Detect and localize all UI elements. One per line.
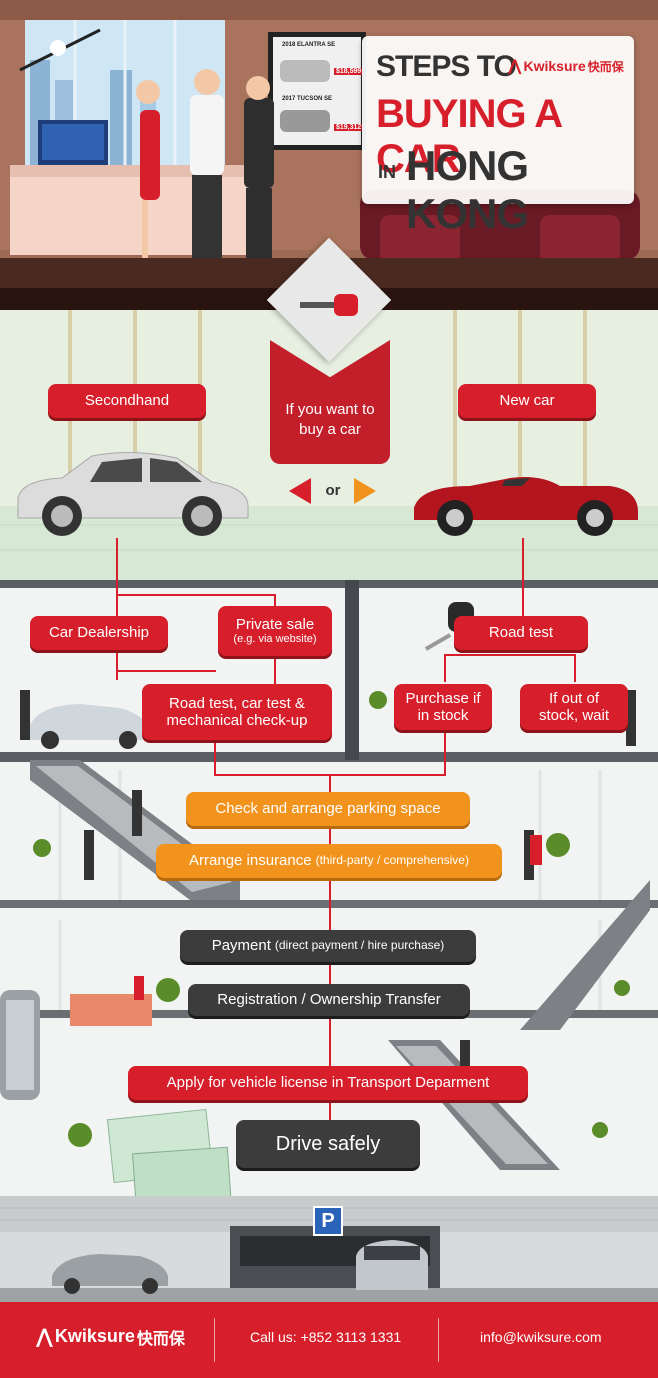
new-car-icon [414,477,638,536]
payment-note: (direct payment / hire purchase) [274,938,445,953]
footer-logo-icon: ⋀ [36,1326,53,1348]
screen-car1-price: $18,599 [334,68,364,75]
wait-step: If out of stock, wait [520,684,628,730]
private-sale-label: Private sale [235,616,315,634]
footer: ⋀ Kwiksure 快而保 Call us: +852 3113 1331 i… [0,1302,658,1378]
title-line2: BUYING A CAR [376,92,562,181]
road-test-step: Road test [454,616,588,650]
footer-phone[interactable]: Call us: +852 3113 1331 [250,1329,402,1345]
building-section: Car Dealership Private sale (e.g. via we… [0,580,658,1214]
secondhand-label: Secondhand [48,384,206,418]
connector [274,650,276,686]
drive-safely-step: Drive safely [236,1120,420,1168]
checkup-step: Road test, car test & mechanical check-u… [142,684,332,740]
arrow-right-icon [354,478,376,504]
screen-car2: 2017 TUCSON SE [282,96,333,102]
footer-divider [214,1318,215,1362]
car-dealership-step: Car Dealership [30,616,168,650]
parking-section: P [0,1196,658,1302]
key-icon [300,290,360,320]
payment-label: Payment [211,937,271,955]
footer-brand: Kwiksure [54,1326,135,1346]
private-sale-note: (e.g. via website) [233,633,317,646]
footer-brand-cn: 快而保 [136,1330,185,1348]
insurance-step: Arrange insurance (third-party / compreh… [156,844,502,878]
screen-car1: 2018 ELANTRA SE [282,42,336,48]
header-scene: 2018 ELANTRA SE $18,599 2017 TUCSON SE $… [0,0,658,310]
parking-sign-icon: P [313,1206,343,1236]
insurance-label: Arrange insurance [189,852,312,870]
title-card: STEPS TO ⋀ Kwiksure 快而保 BUYING A CAR IN … [362,36,634,237]
payment-step: Payment (direct payment / hire purchase) [180,930,476,962]
title-line3: HONG KONG [406,142,529,237]
purchase-step: Purchase if in stock [394,684,492,730]
insurance-note: (third-party / comprehensive) [315,853,469,868]
footer-email[interactable]: info@kwiksure.com [480,1329,602,1345]
connector [116,538,118,580]
title-in: IN [378,162,396,182]
connector [214,740,216,776]
connector [574,654,576,682]
connector [444,654,576,656]
brand-logo-icon: ⋀ [508,58,522,75]
footer-logo: ⋀ Kwiksure 快而保 [36,1324,185,1349]
registration-step: Registration / Ownership Transfer [188,984,470,1016]
parking-illustration [0,1196,658,1302]
screen-car2-price: $19,312 [334,124,364,131]
connector [522,580,524,618]
or-label: or [325,482,341,499]
license-step: Apply for vehicle license in Transport D… [128,1066,528,1100]
secondhand-car-icon [17,451,249,536]
brand-name-cn: 快而保 [587,59,624,74]
arrow-left-icon [289,478,311,504]
new-car-label: New car [458,384,596,418]
brand-name: Kwiksure [523,58,586,74]
buy-car-label: If you want to buy a car [285,401,375,439]
choice-section: If you want to buy a car Secondhand New … [0,237,658,580]
brand-logo: ⋀ Kwiksure 快而保 [508,56,624,76]
connector [522,538,524,580]
connector [116,670,216,672]
parking-step: Check and arrange parking space [186,792,470,826]
footer-divider [438,1318,439,1362]
connector [116,594,276,596]
connector [444,654,446,682]
title-line1: STEPS TO [376,50,517,83]
private-sale-step: Private sale (e.g. via website) [218,606,332,656]
connector [444,728,446,776]
